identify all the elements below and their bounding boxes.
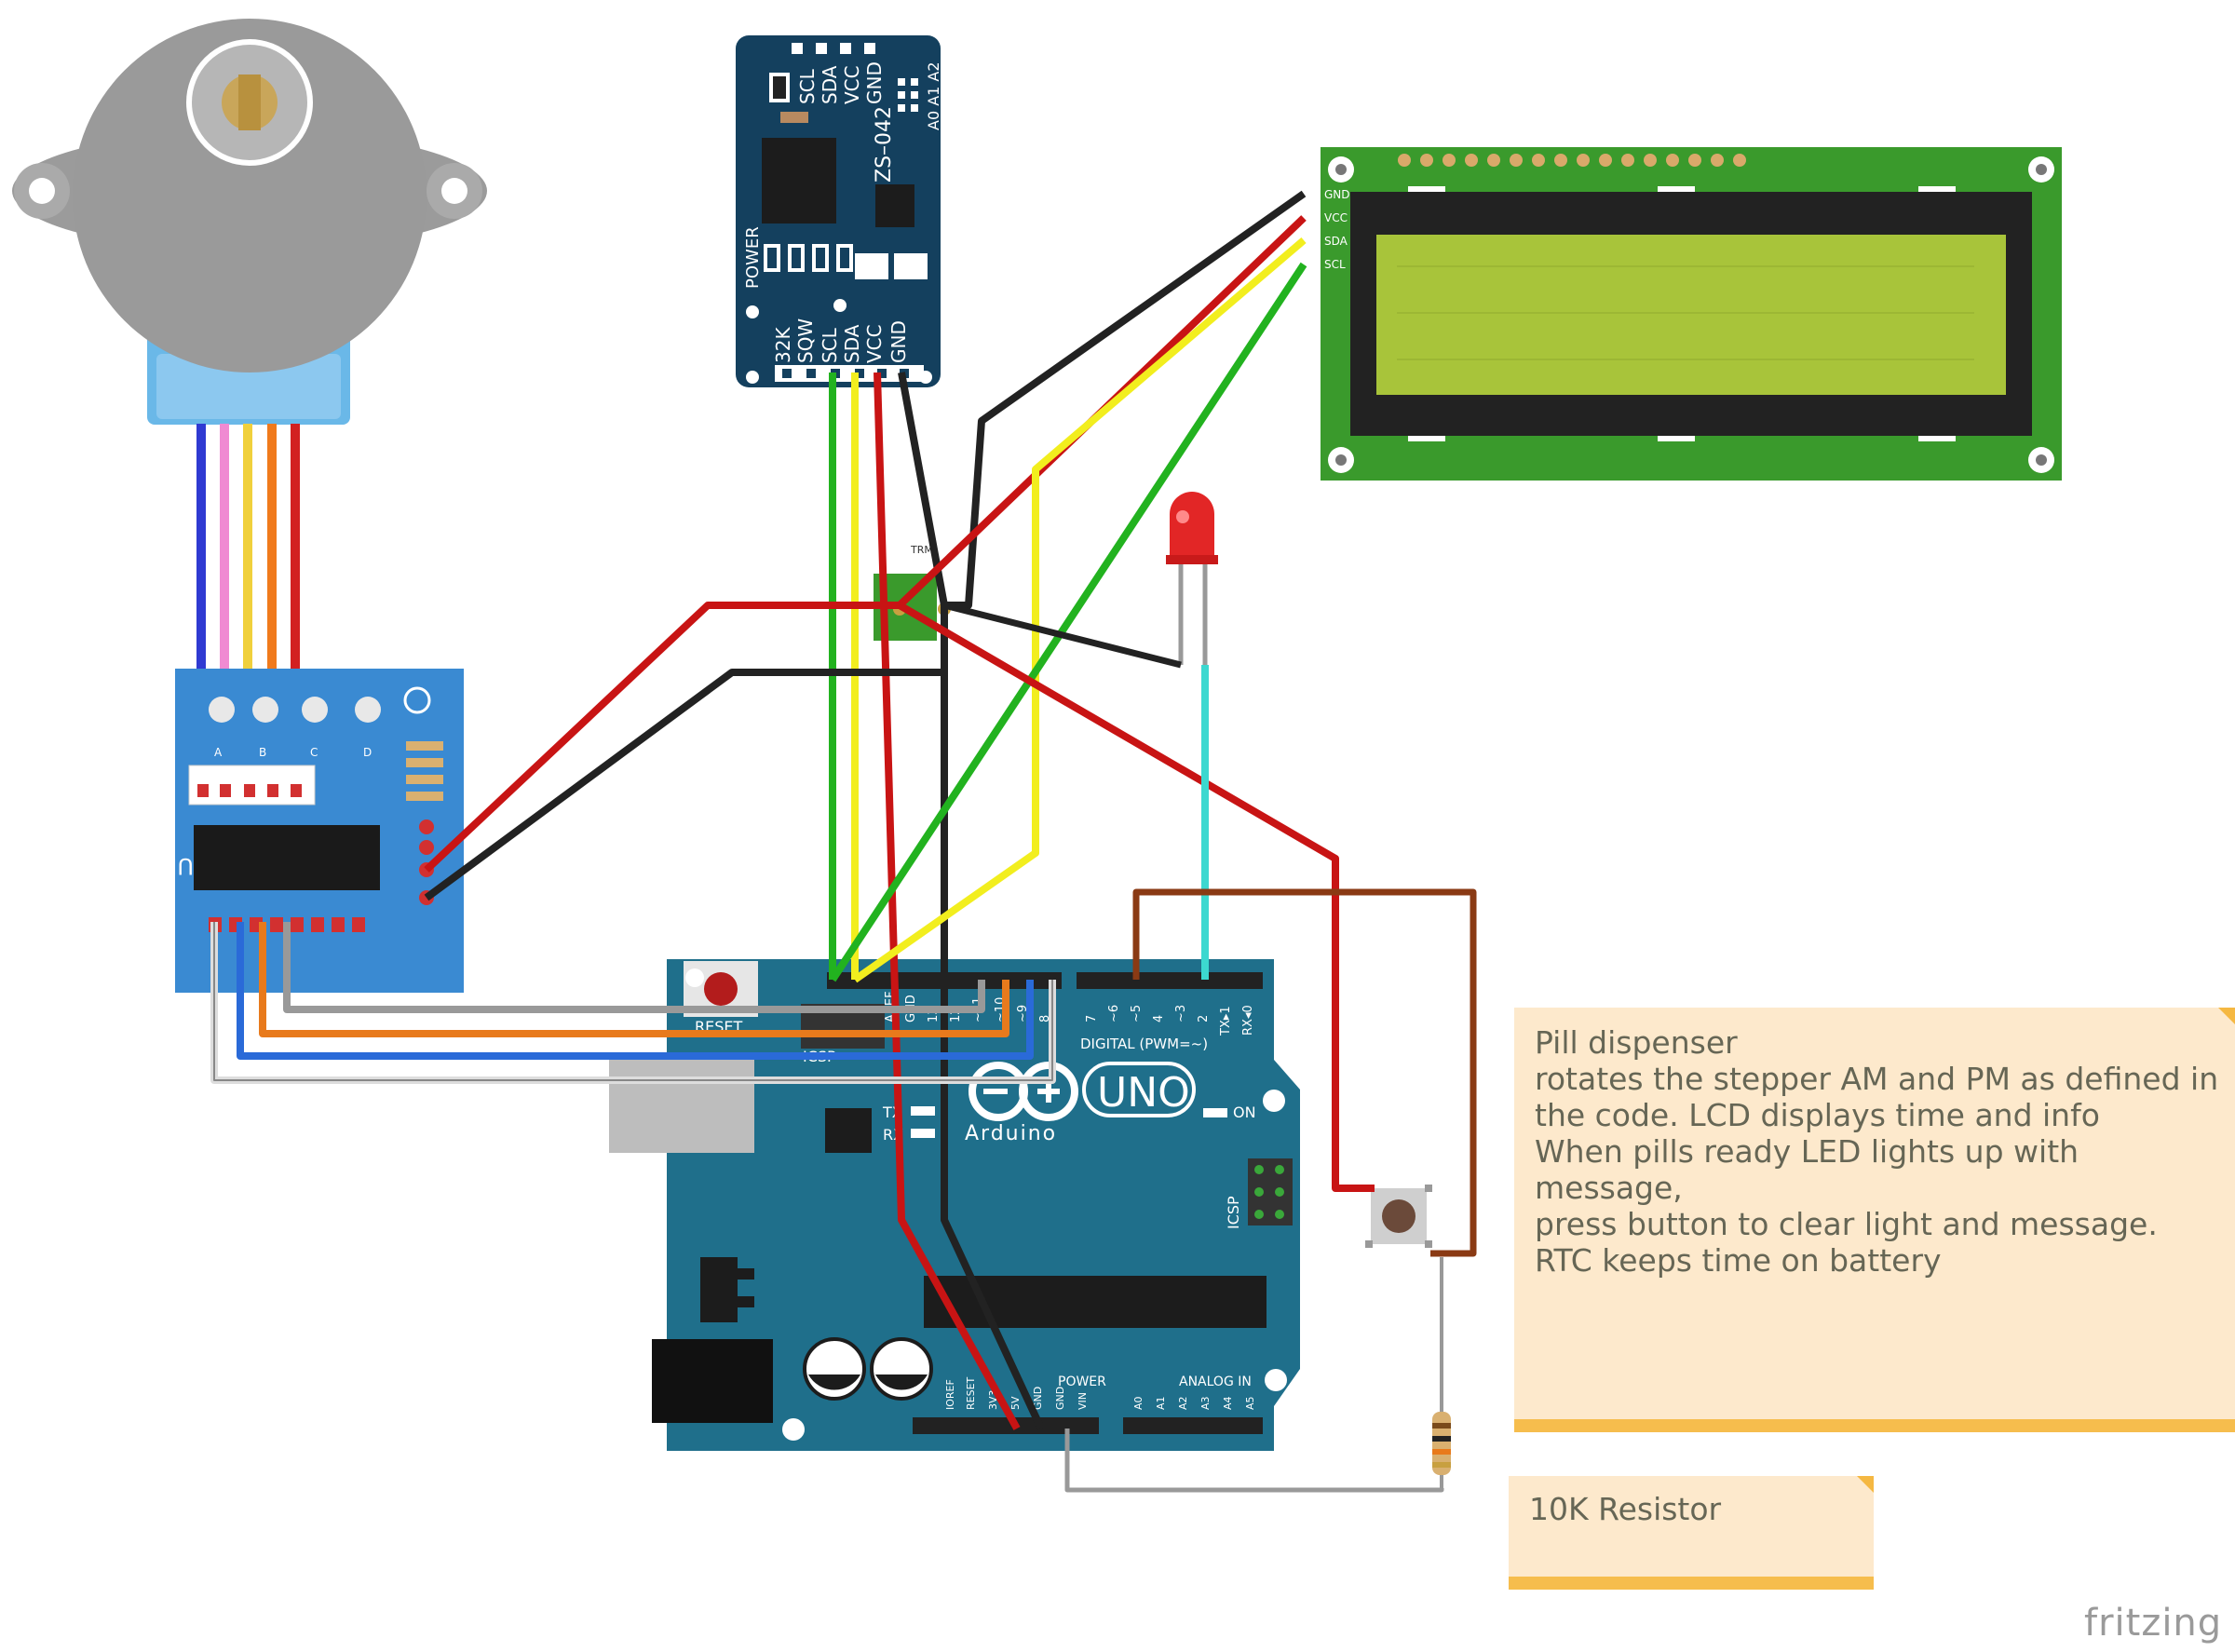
rtc-bottom-pin-labels: 32K SQW SCL SDA VCC GND	[772, 318, 910, 363]
analog-label: ANALOG IN	[1179, 1374, 1252, 1389]
pill-dispenser-note: Pill dispenser rotates the stepper AM an…	[1514, 1008, 2235, 1432]
rtc-pin-sqw: SQW	[794, 318, 817, 363]
led-label-b: B	[259, 746, 266, 759]
pin-reset: RESET	[965, 1376, 977, 1410]
uln2003-driver-board: A B C D ULN2003A break	[6, 669, 464, 993]
pin-gnd-1: GND	[1032, 1387, 1044, 1410]
digital-label: DIGITAL (PWM=~)	[1080, 1036, 1208, 1052]
lcd-pin-sda: SDA	[1324, 235, 1348, 248]
pin-a4: A4	[1222, 1396, 1234, 1410]
pin-a1: A1	[1155, 1396, 1167, 1410]
capacitor-icon	[803, 1337, 933, 1401]
rtc-chip-label: ZS–042	[873, 106, 896, 183]
pin-5: ~5	[1130, 1005, 1144, 1022]
rtc-top-pin-sda: SDA	[819, 65, 841, 104]
resistor-note-text: 10K Resistor	[1529, 1491, 1722, 1527]
led-label-c: C	[310, 746, 318, 759]
wire-rtc-vcc	[874, 372, 1021, 1430]
wire-resistor-gnd	[1064, 1429, 1444, 1493]
icsp2-label: ICSP	[1225, 1196, 1242, 1229]
wire-in2	[237, 922, 1034, 1060]
pin-a2: A2	[1177, 1396, 1189, 1410]
wire-in4	[283, 922, 985, 1013]
rtc-top-pin-scl: SCL	[796, 68, 819, 104]
resistor-icon	[1432, 1257, 1451, 1488]
pushbutton-icon	[1365, 1185, 1432, 1248]
terminal-label: TRM	[910, 544, 933, 556]
pin-a5: A5	[1244, 1396, 1256, 1410]
note-bottom-bar	[1514, 1419, 2235, 1432]
pin-2: 2	[1197, 1015, 1211, 1022]
wire-lcd-sda	[852, 237, 1307, 983]
pin-gnd-2: GND	[1054, 1387, 1066, 1410]
pin-8: 8	[1038, 1015, 1052, 1022]
note-fold-icon	[1857, 1476, 1874, 1493]
wire-in1-outline	[213, 922, 1053, 1081]
rtc-module: SCL SDA VCC GND A0 A1 A2 ZS–042 POWER	[736, 35, 942, 387]
pin-a3: A3	[1199, 1396, 1212, 1410]
rtc-power-label: POWER	[743, 226, 763, 289]
wires	[210, 190, 1477, 1493]
rtc-pin-sda: SDA	[841, 324, 863, 363]
wire-led-gnd	[943, 602, 1182, 669]
pin-5v: 5V	[1009, 1396, 1022, 1410]
rtc-pin-gnd: GND	[887, 320, 910, 363]
lcd-pin-gnd: GND	[1324, 188, 1350, 201]
resistor-note: 10K Resistor	[1509, 1476, 1874, 1590]
wire-in3	[259, 922, 1009, 1037]
lcd-pin-vcc: VCC	[1324, 211, 1348, 224]
driver-led-labels: A B C D	[214, 746, 372, 759]
rtc-top-pin-labels: SCL SDA VCC GND	[796, 61, 886, 104]
driver-chip-label: ULN2003A break	[6, 853, 194, 879]
pin-ioref: IOREF	[944, 1379, 956, 1410]
rtc-pin-vcc: VCC	[863, 324, 886, 363]
pin-a0: A0	[1132, 1396, 1145, 1410]
digital-pin-labels-b: 7 ~6 ~5 4 ~3 2 TX▸1 RX◂0	[1085, 1005, 1255, 1036]
led-label-a: A	[214, 746, 223, 759]
lcd-char-grid	[1397, 265, 1974, 360]
analog-pin-labels: A0 A1 A2 A3 A4 A5	[1132, 1396, 1256, 1410]
pin-rx0: RX◂0	[1241, 1005, 1255, 1036]
rtc-pin-scl: SCL	[819, 327, 841, 363]
led-label-d: D	[363, 746, 372, 759]
stepper-motor-icon	[12, 19, 487, 425]
wire-driver-gnd	[424, 605, 948, 901]
arduino-brand: Arduino	[965, 1122, 1057, 1145]
power-pin-labels: IOREF RESET 3V3 5V GND GND VIN	[944, 1376, 1089, 1410]
wire-5v-button	[897, 602, 1375, 1192]
note-bottom-bar	[1509, 1577, 1874, 1590]
red-led-icon	[1166, 492, 1218, 665]
rtc-top-pin-vcc: VCC	[841, 65, 863, 104]
fritzing-logo: fritzing	[2084, 1602, 2223, 1645]
pin-tx1: TX▸1	[1219, 1006, 1233, 1036]
wire-driver-vcc	[424, 602, 900, 873]
pin-6: ~6	[1107, 1005, 1121, 1022]
rtc-address-label: A0 A1 A2	[925, 61, 942, 130]
rtc-pin-32k: 32K	[772, 327, 794, 363]
pin-7: 7	[1085, 1015, 1099, 1022]
wire-lcd-scl	[829, 262, 1307, 982]
pin-3: ~3	[1174, 1005, 1188, 1022]
lcd-pin-scl: SCL	[1324, 258, 1346, 271]
lcd-pin-labels: GND VCC SDA SCL	[1324, 188, 1350, 271]
uno-logo-text: UNO	[1097, 1069, 1190, 1117]
lcd-display: GND VCC SDA SCL	[1321, 147, 2062, 481]
wire-button-pin	[1132, 888, 1477, 1257]
pill-dispenser-note-text: Pill dispenser rotates the stepper AM an…	[1535, 1024, 2219, 1279]
rtc-top-pin-gnd: GND	[863, 61, 886, 104]
note-fold-icon	[2218, 1008, 2235, 1024]
pin-4: 4	[1152, 1015, 1166, 1022]
pin-vin: VIN	[1077, 1392, 1089, 1410]
power-label: POWER	[1058, 1374, 1106, 1389]
on-label: ON	[1233, 1104, 1256, 1121]
